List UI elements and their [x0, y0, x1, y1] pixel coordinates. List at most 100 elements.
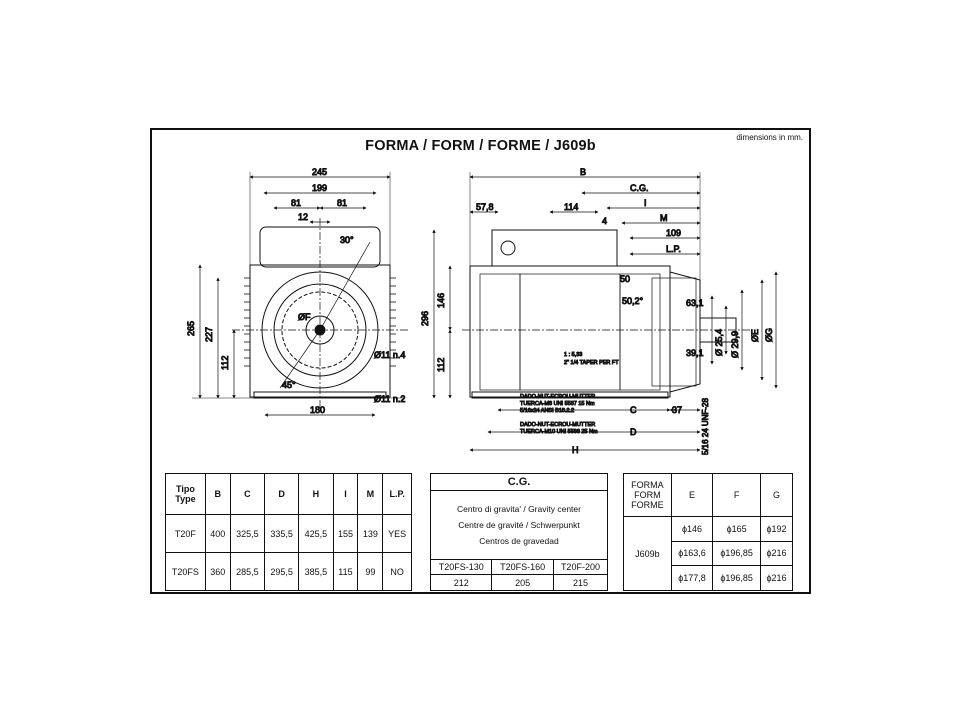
dim-holes-2: Ø11 n.2 — [374, 394, 405, 404]
efg-table: FORMA FORM FORME E F G J609b ϕ146 ϕ165 ϕ… — [623, 473, 793, 591]
note-taper-ratio: 1 : 5,33 — [564, 352, 582, 358]
units-note: dimensions in mm. — [736, 133, 803, 142]
table-header-row: Tipo Type B C D H I M L.P. — [165, 473, 412, 515]
drawing-sheet: FORMA / FORM / FORME / J609b dimensions … — [150, 128, 811, 594]
end-bell — [669, 271, 701, 393]
cell: ϕ163,6 — [670, 540, 714, 567]
cg-table: C.G. Centro di gravita' / Gravity center… — [429, 473, 609, 591]
header-type: Type — [175, 494, 196, 504]
dim-109: 109 — [666, 228, 681, 238]
dim-thread: 5/16 24 UNF-28 — [701, 398, 710, 455]
dim-phi-f: ØF — [298, 312, 311, 322]
col-d: D — [263, 473, 300, 515]
cg-line-3: Centros de gravedad — [479, 536, 559, 546]
cell: 360 — [204, 552, 231, 591]
col-i: I — [332, 473, 359, 515]
dim-296: 296 — [420, 311, 430, 326]
dim-112-side: 112 — [436, 358, 446, 372]
dim-holes-4: Ø11 n.4 — [374, 350, 405, 360]
cell: ϕ192 — [760, 516, 793, 542]
cell: 285,5 — [229, 552, 266, 591]
col-lp: L.P. — [382, 473, 412, 515]
page-title: FORMA / FORM / FORME / J609b — [365, 138, 596, 154]
cg-title-row: C.G. — [430, 473, 608, 491]
cell: ϕ146 — [670, 516, 714, 542]
forma-line-3: FORME — [631, 500, 664, 510]
cg-line-1: Centro di gravita' / Gravity center — [457, 504, 581, 514]
side-view: B C.G. I M 109 L.P. 57,8 114 4 50 50,2° … — [420, 167, 778, 456]
cg-values-row: 212 205 215 — [429, 574, 609, 591]
dim-phi-g: ØG — [764, 328, 774, 342]
note-nut1-l1: DADO-NUT-ECROU-MUTTER — [520, 394, 595, 400]
note-nut2-l2: TUERCA-M10 UNI 5588 25 Nm — [520, 429, 598, 435]
cooling-fins — [244, 277, 396, 367]
cell: 335,5 — [263, 514, 300, 553]
col-g: G — [760, 473, 793, 517]
forma-line-2: FORM — [634, 490, 661, 500]
dim-50: 50 — [620, 274, 630, 284]
dim-81-right: 81 — [337, 198, 347, 208]
dim-h: H — [572, 445, 579, 455]
cg-desc-row: Centro di gravita' / Gravity center Cent… — [430, 490, 608, 560]
row-type: T20FS — [165, 552, 206, 591]
types-table: Tipo Type B C D H I M L.P. T20F 400 325,… — [165, 473, 412, 591]
row-type: T20F — [165, 514, 206, 553]
cg-model: T20F-200 — [552, 558, 609, 576]
dim-phi-29-9: Ø 29,9 — [730, 331, 740, 358]
cell: 325,5 — [229, 514, 266, 553]
dim-cg: C.G. — [630, 183, 649, 193]
dim-146: 146 — [436, 293, 446, 308]
cell: ϕ216 — [760, 540, 793, 567]
note-nut2-l1: DADO-NUT-ECROU-MUTTER — [520, 422, 595, 428]
technical-drawing: 245 199 81 81 12 30° 265 227 112 180 ØF … — [186, 167, 778, 456]
cell: ϕ196,85 — [712, 540, 762, 567]
dim-57-8: 57,8 — [476, 202, 494, 212]
cg-value: 212 — [429, 574, 493, 591]
dim-m: M — [660, 213, 668, 223]
dim-114: 114 — [564, 202, 578, 212]
cell: 99 — [357, 552, 384, 591]
dim-50-2: 50,2° — [622, 296, 644, 306]
note-nut1-l3: 5/16x24 ANSI B18.2.2 — [520, 408, 574, 414]
table-row: J609b ϕ146 ϕ165 ϕ192 — [623, 516, 793, 591]
cell: 115 — [332, 552, 359, 591]
cg-line-2: Centre de gravité / Schwerpunkt — [458, 520, 580, 530]
dim-39-1: 39,1 — [686, 348, 704, 358]
cell: 139 — [357, 514, 384, 553]
dim-112: 112 — [220, 356, 230, 370]
side-feet — [471, 391, 669, 399]
dim-199: 199 — [312, 183, 327, 193]
cell: YES — [382, 514, 412, 553]
dim-i: I — [644, 198, 647, 208]
cell: 295,5 — [263, 552, 300, 591]
table-row: T20F 400 325,5 335,5 425,5 155 139 YES — [165, 514, 412, 553]
cell: ϕ165 — [712, 516, 762, 542]
table-row: T20FS 360 285,5 295,5 385,5 115 99 NO — [165, 552, 412, 591]
dim-180: 180 — [310, 405, 325, 415]
side-terminal-box — [491, 229, 618, 267]
front-view: 245 199 81 81 12 30° 265 227 112 180 ØF … — [186, 167, 408, 417]
dim-angle-45: 45° — [282, 380, 296, 390]
cg-model: T20FS-130 — [429, 558, 493, 576]
forma-line-1: FORMA — [631, 480, 664, 490]
cell: 400 — [204, 514, 231, 553]
dim-angle-30: 30° — [340, 235, 354, 245]
dim-12: 12 — [298, 212, 308, 222]
cell: 385,5 — [298, 552, 334, 591]
col-b: B — [204, 473, 231, 515]
header-tipo-type: Tipo Type — [165, 473, 206, 515]
cell: NO — [382, 552, 412, 591]
cg-value: 205 — [491, 574, 554, 591]
cable-gland — [500, 240, 516, 256]
dim-4: 4 — [602, 216, 607, 226]
note-nut1-l2: TUERCA-M8 UNI 5587 15 Nm — [520, 401, 595, 407]
dim-245: 245 — [312, 167, 327, 177]
dim-c: C — [630, 405, 637, 415]
col-f: F — [712, 473, 762, 517]
cg-models-row: T20FS-130 T20FS-160 T20F-200 — [429, 558, 609, 576]
dim-227: 227 — [204, 327, 214, 342]
dim-37: 37 — [672, 405, 682, 415]
cell: 425,5 — [298, 514, 334, 553]
cg-title: C.G. — [430, 473, 608, 491]
col-c: C — [229, 473, 266, 515]
